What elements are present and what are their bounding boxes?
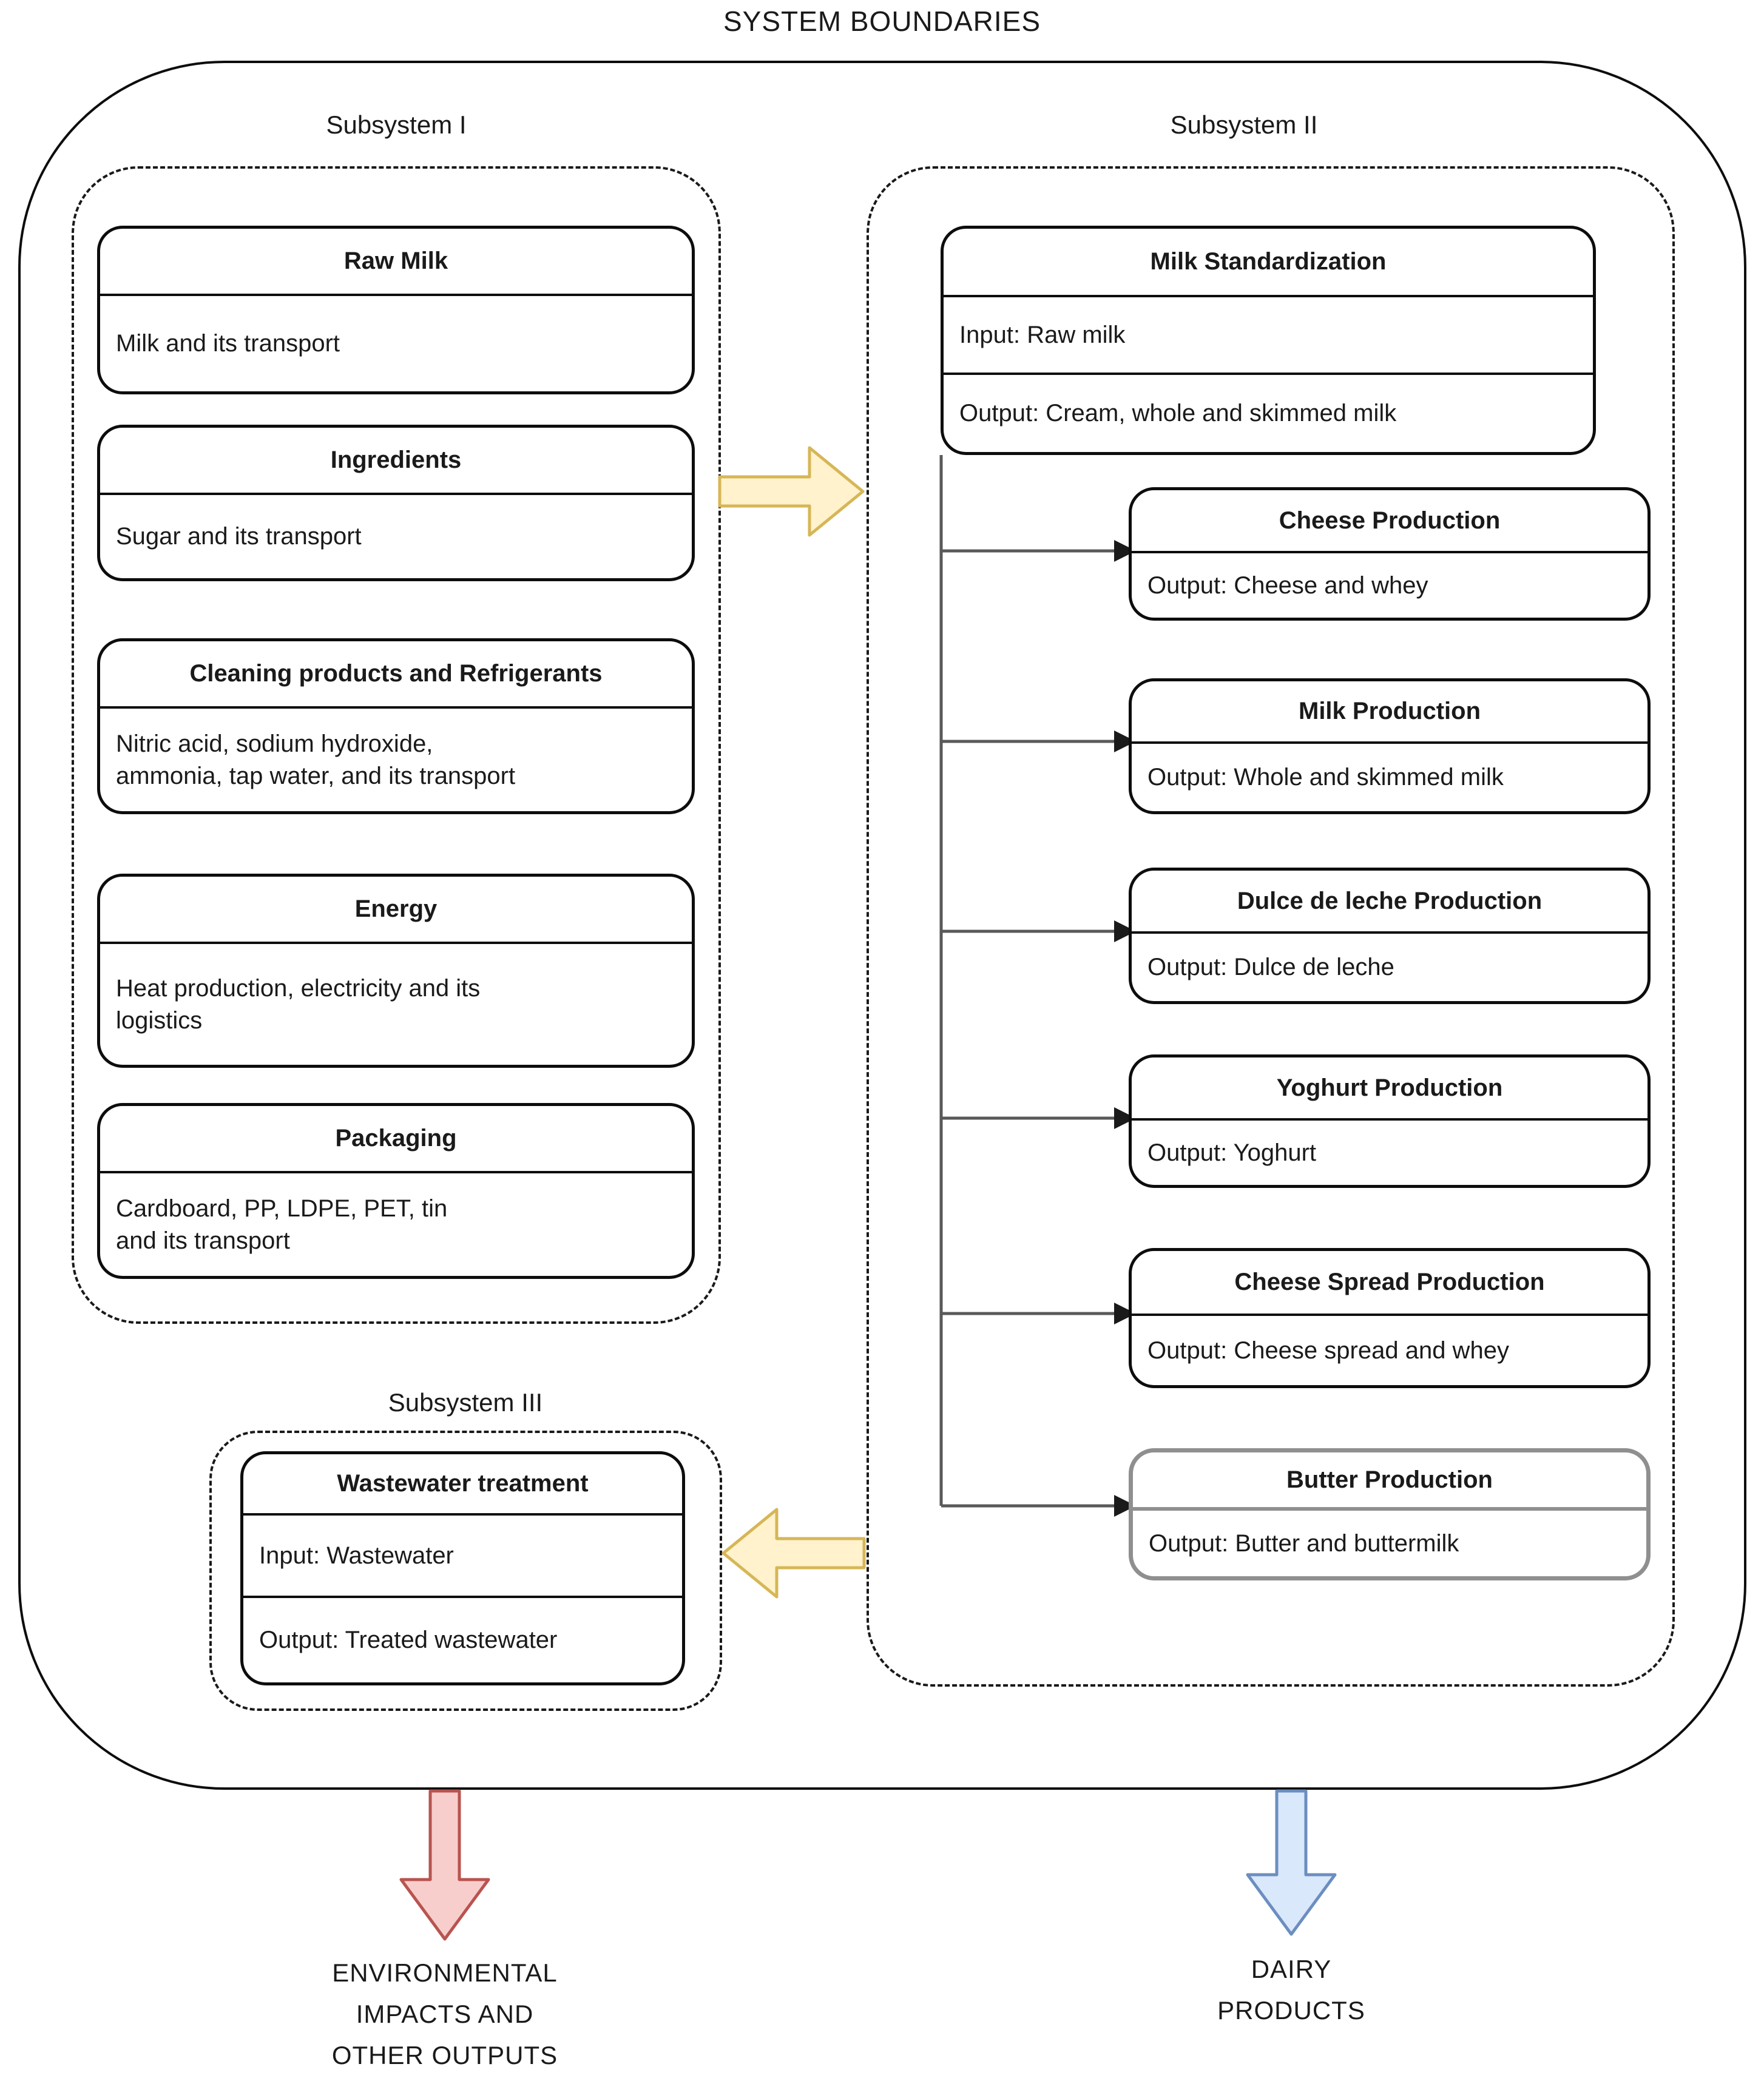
node-milk-standardization: Milk Standardization Input: Raw milk Out… bbox=[941, 226, 1596, 455]
node-energy-title: Energy bbox=[354, 895, 438, 922]
node-energy-body: Heat production, electricity and its log… bbox=[100, 942, 692, 1065]
system-boundary-box bbox=[18, 61, 1746, 1790]
environment-arrow-down-icon bbox=[399, 1789, 490, 1941]
subsystem1-label: Subsystem I bbox=[326, 110, 467, 139]
node-ingredients-title: Ingredients bbox=[330, 447, 462, 473]
node-butter-production-output: Output: Butter and buttermilk bbox=[1133, 1507, 1646, 1576]
environmental-impacts-label: ENVIRONMENTAL IMPACTS AND OTHER OUTPUTS bbox=[331, 1958, 558, 2069]
node-cleaning-products-title: Cleaning products and Refrigerants bbox=[189, 660, 603, 687]
node-raw-milk-title: Raw Milk bbox=[343, 248, 448, 274]
node-dulce-de-leche-production-title: Dulce de leche Production bbox=[1237, 887, 1543, 914]
node-cheese-spread-production-title: Cheese Spread Production bbox=[1234, 1269, 1545, 1295]
node-packaging: Packaging Cardboard, PP, LDPE, PET, tin … bbox=[97, 1103, 695, 1279]
node-wastewater-treatment: Wastewater treatment Input: Wastewater O… bbox=[240, 1451, 685, 1685]
node-dulce-de-leche-production: Dulce de leche Production Output: Dulce … bbox=[1129, 868, 1651, 1004]
node-cleaning-products: Cleaning products and Refrigerants Nitri… bbox=[97, 638, 695, 814]
node-yoghurt-production-output: Output: Yoghurt bbox=[1132, 1118, 1647, 1185]
node-milk-standardization-input: Input: Raw milk bbox=[944, 295, 1593, 373]
node-milk-production: Milk Production Output: Whole and skimme… bbox=[1129, 678, 1651, 814]
node-yoghurt-production-title: Yoghurt Production bbox=[1276, 1074, 1503, 1101]
node-yoghurt-production: Yoghurt Production Output: Yoghurt bbox=[1129, 1054, 1651, 1188]
node-milk-production-output: Output: Whole and skimmed milk bbox=[1132, 741, 1647, 811]
node-wastewater-treatment-output: Output: Treated wastewater bbox=[243, 1596, 682, 1682]
node-cheese-production: Cheese Production Output: Cheese and whe… bbox=[1129, 487, 1651, 621]
node-milk-standardization-output: Output: Cream, whole and skimmed milk bbox=[944, 373, 1593, 452]
node-cleaning-products-body: Nitric acid, sodium hydroxide, ammonia, … bbox=[100, 706, 692, 811]
node-packaging-body: Cardboard, PP, LDPE, PET, tin and its tr… bbox=[100, 1171, 692, 1276]
node-wastewater-treatment-title: Wastewater treatment bbox=[337, 1470, 589, 1497]
node-packaging-title: Packaging bbox=[335, 1125, 457, 1152]
diagram-title: SYSTEM BOUNDARIES bbox=[723, 5, 1041, 37]
node-dulce-de-leche-production-output: Output: Dulce de leche bbox=[1132, 931, 1647, 1001]
subsystem3-label: Subsystem III bbox=[388, 1388, 543, 1417]
node-wastewater-treatment-input: Input: Wastewater bbox=[243, 1513, 682, 1596]
node-raw-milk-body: Milk and its transport bbox=[100, 294, 692, 391]
node-milk-standardization-title: Milk Standardization bbox=[1150, 248, 1387, 275]
node-ingredients: Ingredients Sugar and its transport bbox=[97, 425, 695, 581]
dairy-arrow-down-icon bbox=[1246, 1789, 1337, 1936]
node-cheese-production-title: Cheese Production bbox=[1279, 507, 1501, 534]
node-cheese-spread-production: Cheese Spread Production Output: Cheese … bbox=[1129, 1248, 1651, 1388]
node-cheese-spread-production-output: Output: Cheese spread and whey bbox=[1132, 1314, 1647, 1385]
node-cheese-production-output: Output: Cheese and whey bbox=[1132, 551, 1647, 618]
node-energy: Energy Heat production, electricity and … bbox=[97, 874, 695, 1068]
node-butter-production: Butter Production Output: Butter and but… bbox=[1129, 1448, 1651, 1580]
dairy-products-label: DAIRY PRODUCTS bbox=[1217, 1955, 1365, 2025]
node-ingredients-body: Sugar and its transport bbox=[100, 493, 692, 578]
subsystem2-label: Subsystem II bbox=[1170, 110, 1318, 139]
subsystem3-boundary bbox=[209, 1431, 722, 1711]
node-butter-production-title: Butter Production bbox=[1286, 1466, 1493, 1493]
node-raw-milk: Raw Milk Milk and its transport bbox=[97, 226, 695, 394]
subsystem1-boundary bbox=[72, 166, 721, 1324]
node-milk-production-title: Milk Production bbox=[1299, 698, 1481, 724]
subsystem2-boundary bbox=[867, 166, 1675, 1687]
